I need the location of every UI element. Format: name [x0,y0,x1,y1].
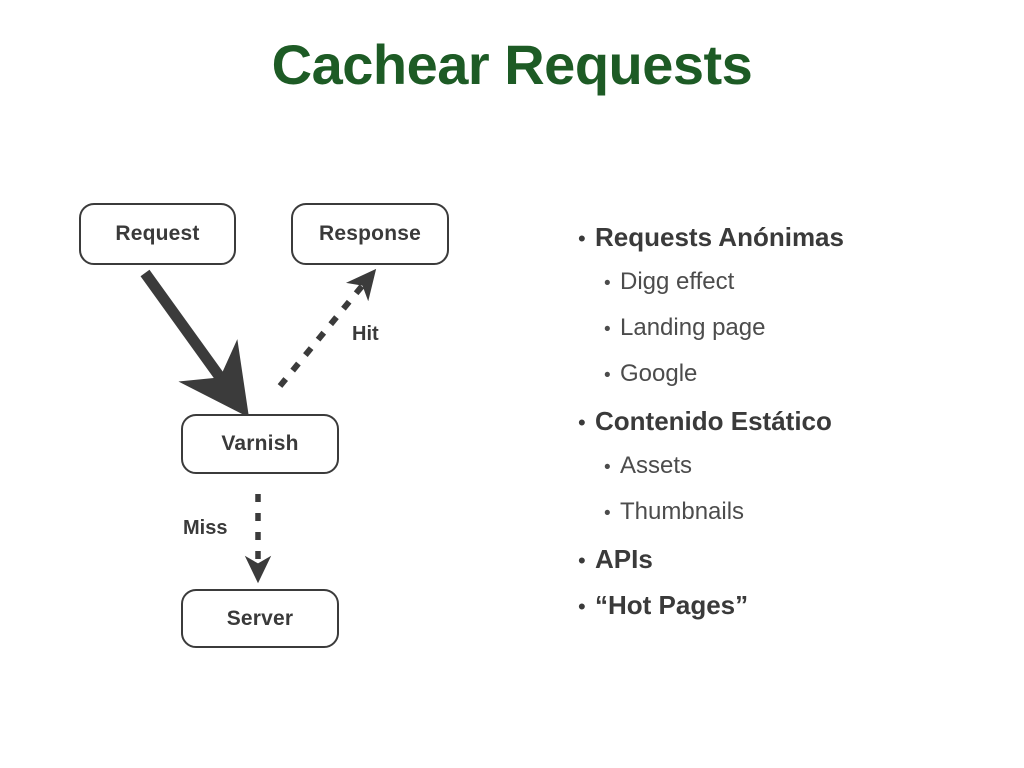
bullet-dot-icon: • [578,548,586,573]
list-item: • APIs [578,544,998,590]
edge-label-hit: Hit [352,323,379,345]
arrow-request-to-varnish [140,269,249,418]
list-item: • “Hot Pages” [578,590,998,636]
cache-flow-diagram: Request Response Varnish Server Hit Miss [40,180,520,680]
diagram-node-varnish[interactable]: Varnish [181,414,339,474]
list-item: • Landing page [578,314,998,360]
bullet-dot-icon: • [604,319,611,340]
bullet-dot-icon: • [604,365,611,386]
bullet-dot-icon: • [578,410,586,435]
bullet-dot-icon: • [578,226,586,251]
list-item-label: “Hot Pages” [595,590,749,620]
list-item: • Google [578,360,998,406]
bullet-dot-icon: • [604,273,611,294]
list-item: • Digg effect [578,268,998,314]
bullet-list: • Requests Anónimas • Digg effect • Landing p… [578,222,998,636]
list-item-label: Assets [620,452,693,479]
list-item: • Thumbnails [578,498,998,544]
bullet-dot-icon: • [604,503,611,524]
list-item: • Contenido Estático [578,406,998,452]
list-item-label: APIs [595,544,653,574]
bullet-dot-icon: • [578,594,586,619]
bullet-dot-icon: • [604,457,611,478]
diagram-node-response[interactable]: Response [291,203,449,265]
diagram-node-request[interactable]: Request [79,203,236,265]
arrow-varnish-to-response [277,268,377,388]
page-title: Cachear Requests [271,33,753,96]
list-item-label: Thumbnails [620,498,745,525]
diagram-arrows [140,268,377,584]
list-item-label: Contenido Estático [595,406,832,436]
list-item-label: Landing page [620,314,766,341]
list-item: • Requests Anónimas [578,222,998,268]
list-item-label: Digg effect [620,268,735,295]
list-item-label: Google [620,360,698,387]
diagram-node-server[interactable]: Server [181,589,339,648]
edge-label-miss: Miss [183,517,228,539]
list-item-label: Requests Anónimas [595,222,844,252]
list-item: • Assets [578,452,998,498]
